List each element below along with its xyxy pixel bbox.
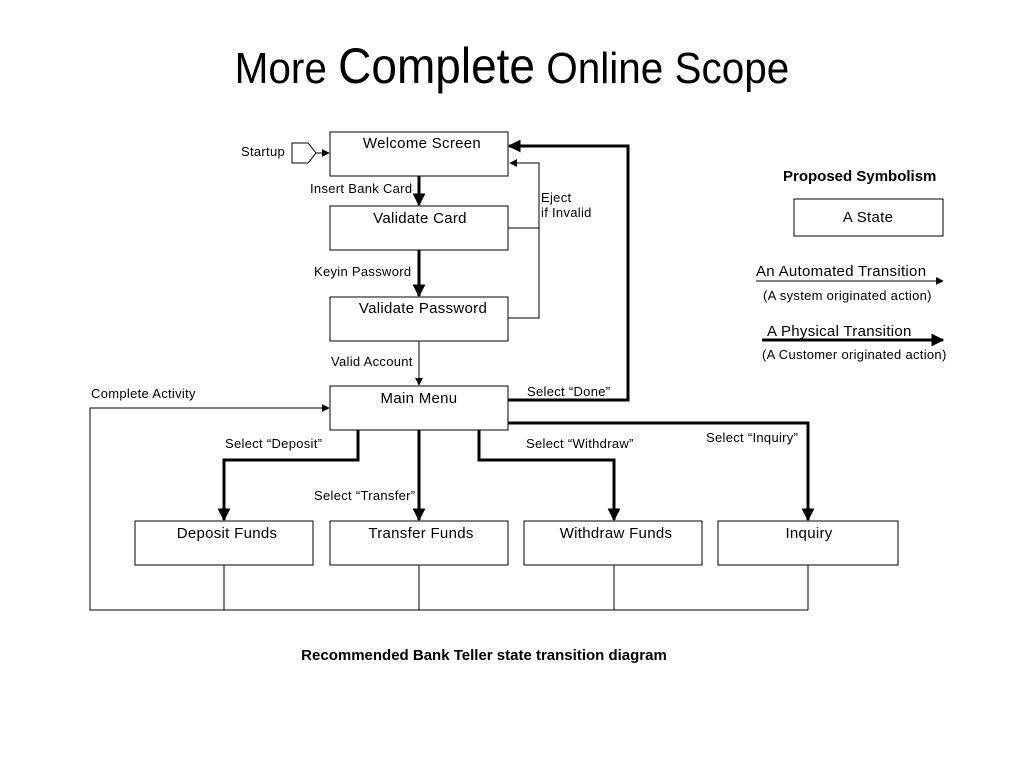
edge-label-valid-account: Valid Account bbox=[331, 354, 413, 369]
transition-complete-activity: Complete Activity bbox=[89, 386, 809, 611]
transition-select-inquiry: Select “Inquiry” bbox=[508, 421, 815, 522]
state-withdraw-funds: Withdraw Funds bbox=[523, 520, 703, 566]
state-label: Main Menu bbox=[381, 390, 458, 407]
state-label: Transfer Funds bbox=[368, 525, 473, 542]
diagram-caption: Recommended Bank Teller state transition… bbox=[301, 647, 667, 664]
transition-select-done: Select “Done” bbox=[507, 139, 630, 402]
transition-startup: Startup bbox=[241, 142, 330, 164]
transition-valid-account: Valid Account bbox=[331, 341, 423, 386]
state-inquiry: Inquiry bbox=[717, 520, 899, 566]
state-label: Inquiry bbox=[785, 525, 832, 542]
state-deposit-funds: Deposit Funds bbox=[134, 520, 314, 566]
state-validate-card: Validate Card bbox=[329, 205, 509, 251]
slide-title: More Complete Online Scope bbox=[41, 36, 983, 99]
startup-pentagon-icon bbox=[291, 142, 317, 164]
legend: Proposed Symbolism A State An Automated … bbox=[756, 168, 947, 362]
legend-state-label: A State bbox=[843, 209, 893, 226]
transition-select-transfer: Select “Transfer” bbox=[314, 430, 426, 522]
edge-label-if-invalid: if Invalid bbox=[541, 205, 592, 220]
state-label: Validate Password bbox=[359, 300, 487, 317]
legend-automated-label: An Automated Transition bbox=[756, 263, 926, 280]
legend-state-box bbox=[793, 198, 944, 237]
state-main-menu: Main Menu bbox=[329, 385, 509, 431]
transition-select-deposit: Select “Deposit” bbox=[217, 430, 360, 522]
title-part-3: Online Scope bbox=[535, 44, 790, 93]
transition-eject-if-invalid: Eject if Invalid bbox=[508, 159, 592, 319]
state-validate-password: Validate Password bbox=[329, 296, 509, 342]
edge-label-select-done: Select “Done” bbox=[527, 384, 610, 399]
title-part-2: Complete bbox=[338, 38, 536, 94]
state-label: Deposit Funds bbox=[177, 525, 278, 542]
edge-label-select-transfer: Select “Transfer” bbox=[314, 488, 415, 503]
edge-label-keyin-password: Keyin Password bbox=[314, 264, 411, 279]
edge-label-select-deposit: Select “Deposit” bbox=[225, 436, 322, 451]
title-part-1: More bbox=[234, 44, 339, 93]
edge-label-complete-activity: Complete Activity bbox=[91, 386, 196, 401]
edge-label-eject: Eject bbox=[541, 190, 571, 205]
state-transfer-funds: Transfer Funds bbox=[329, 520, 509, 566]
state-label: Validate Card bbox=[373, 210, 467, 227]
edge-label-insert-card: Insert Bank Card bbox=[310, 181, 412, 196]
transition-keyin-password: Keyin Password bbox=[314, 250, 426, 298]
legend-heading: Proposed Symbolism bbox=[783, 168, 936, 185]
state-welcome-screen: Welcome Screen bbox=[329, 131, 509, 177]
state-label: Withdraw Funds bbox=[560, 525, 673, 542]
edge-label-select-withdraw: Select “Withdraw” bbox=[526, 436, 634, 451]
legend-automated-note: (A system originated action) bbox=[763, 288, 932, 303]
edge-label-select-inquiry: Select “Inquiry” bbox=[706, 430, 798, 445]
transition-insert-card: Insert Bank Card bbox=[310, 176, 426, 207]
edge-label-startup: Startup bbox=[241, 144, 285, 159]
transition-select-withdraw: Select “Withdraw” bbox=[477, 430, 634, 522]
legend-physical-label: A Physical Transition bbox=[767, 323, 912, 340]
legend-physical-note: (A Customer originated action) bbox=[762, 347, 947, 362]
state-label: Welcome Screen bbox=[363, 135, 481, 152]
